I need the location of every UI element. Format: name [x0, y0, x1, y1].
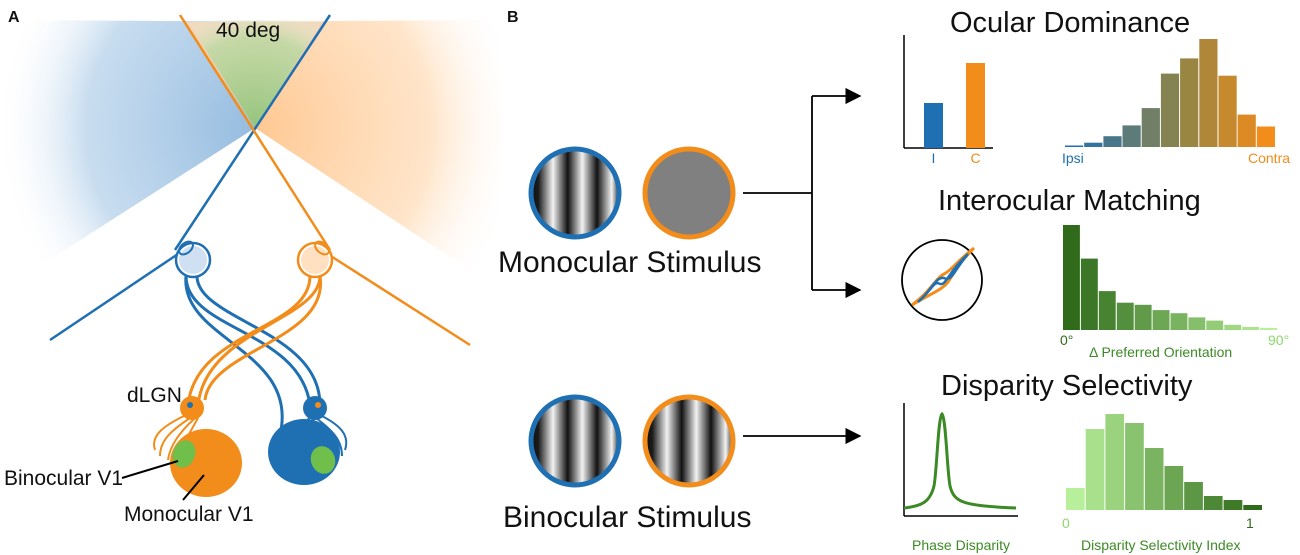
od-hist-bin-7 [1199, 39, 1218, 147]
left-binocular-zone [172, 440, 196, 468]
dsi-hist-bin-4 [1144, 448, 1164, 510]
dsi-hist-bin-0 [1066, 488, 1085, 510]
blue-axis-line [173, 14, 332, 251]
dsi-hist-left-label: 0 [1062, 515, 1070, 531]
dlgn-left [180, 396, 204, 420]
od-hist-bin-4 [1141, 108, 1160, 147]
dsi-histogram [1066, 414, 1262, 510]
orientation-tuning-icon [901, 239, 983, 321]
od-bar-label-1: C [970, 150, 980, 166]
im-hist-bin-0 [1063, 225, 1080, 330]
im-hist-bin-5 [1152, 310, 1170, 330]
dsi-hist-bin-6 [1184, 482, 1203, 510]
od-bar-label-0: I [932, 150, 936, 166]
im-hist-bin-2 [1098, 291, 1116, 330]
od-hist-bin-1 [1084, 142, 1103, 147]
im-histogram [1063, 225, 1277, 331]
interocular-matching-title: Interocular Matching [938, 185, 1201, 217]
orange-axis-line [178, 14, 332, 251]
disparity-selectivity-title: Disparity Selectivity [941, 370, 1193, 402]
dsi-hist-bin-9 [1243, 505, 1262, 510]
dlgn-label: dLGN [127, 384, 182, 407]
blue-field-edge [49, 252, 179, 342]
od-hist-bin-2 [1103, 136, 1122, 147]
od-bar-1 [966, 63, 985, 148]
im-hist-bin-4 [1134, 304, 1152, 330]
im-hist-left-label: 0° [1060, 332, 1073, 348]
right-eye-blank [642, 146, 736, 240]
right-eye-grating-binocular [645, 397, 733, 485]
im-hist-bin-8 [1206, 320, 1224, 330]
od-hist-bin-9 [1237, 114, 1256, 147]
visual-field-diagram: 40 deg dLGN [0, 14, 500, 526]
monocular-v1-pointer [182, 474, 205, 501]
im-hist-bin-1 [1080, 258, 1098, 330]
dsi-xlabel: Disparity Selectivity Index [1081, 537, 1241, 553]
im-hist-bin-7 [1188, 317, 1206, 330]
dsi-hist-bin-8 [1223, 500, 1243, 510]
contra-eye-lens [314, 240, 330, 256]
left-eye-grating-binocular [531, 397, 619, 485]
dsi-hist-bin-2 [1105, 414, 1125, 510]
od-hist-bin-0 [1065, 145, 1084, 147]
od-hist-bin-10 [1256, 126, 1275, 147]
od-hist-bin-3 [1122, 125, 1141, 147]
im-hist-bin-6 [1170, 313, 1188, 330]
od-hist-left-label: Ipsi [1062, 150, 1084, 166]
im-hist-bin-11 [1260, 327, 1277, 330]
od-bar-0 [924, 103, 943, 148]
orange-optic-pathway [186, 275, 322, 406]
od-histogram [1065, 39, 1275, 147]
od-hist-bin-6 [1180, 58, 1199, 147]
monocular-v1-label: Monocular V1 [124, 503, 254, 526]
contra-eye-fill [301, 246, 329, 274]
panel-b-letter: B [507, 9, 519, 26]
binocular-v1-pointer [121, 460, 179, 479]
dsi-hist-bin-7 [1203, 496, 1223, 510]
ipsi-tuning-curve [917, 253, 969, 303]
binocular-stimulus-label: Binocular Stimulus [503, 501, 751, 534]
dlgn-right-spot [315, 402, 321, 408]
im-xlabel: Δ Preferred Orientation [1089, 344, 1232, 360]
left-eye-grating [531, 149, 619, 237]
phase-tuning-plot [903, 403, 1018, 517]
dsi-hist-bin-3 [1125, 423, 1144, 510]
dsi-hist-bin-5 [1164, 466, 1184, 510]
od-hist-right-label: Contra [1248, 150, 1290, 166]
dsi-hist-bin-1 [1085, 429, 1105, 510]
im-hist-right-label: 90° [1268, 332, 1289, 348]
binocular-visual-field [187, 20, 323, 128]
im-hist-bin-9 [1224, 324, 1242, 331]
right-eye-ring-binocular [642, 394, 736, 488]
orange-field-edge [325, 251, 471, 347]
ocular-dominance-title: Ocular Dominance [950, 7, 1190, 39]
left-eye-ring-binocular [528, 394, 622, 488]
field-angle-label: 40 deg [216, 19, 280, 42]
od-hist-bin-5 [1160, 73, 1180, 147]
im-hist-bin-10 [1242, 326, 1260, 330]
od-hist-bin-8 [1218, 75, 1237, 147]
ipsi-eye-lens [178, 240, 194, 256]
dlgn-right [303, 396, 327, 420]
right-binocular-zone [310, 446, 336, 474]
monocular-stimulus: Monocular Stimulus [498, 146, 761, 279]
left-eye-ring [528, 146, 622, 240]
binocular-v1-label: Binocular V1 [4, 467, 123, 490]
monocular-stimulus-label: Monocular Stimulus [498, 246, 761, 279]
arrows [743, 87, 862, 445]
dsi-hist-right-label: 1 [1246, 515, 1254, 531]
ipsi-eye-fill [179, 246, 207, 274]
phase-xlabel: Phase Disparity [912, 537, 1010, 553]
im-hist-bin-3 [1116, 302, 1134, 330]
phase-tuning-curve [903, 411, 1017, 510]
dlgn-left-spot [187, 402, 193, 408]
binocular-stimulus: Binocular Stimulus [503, 394, 751, 534]
